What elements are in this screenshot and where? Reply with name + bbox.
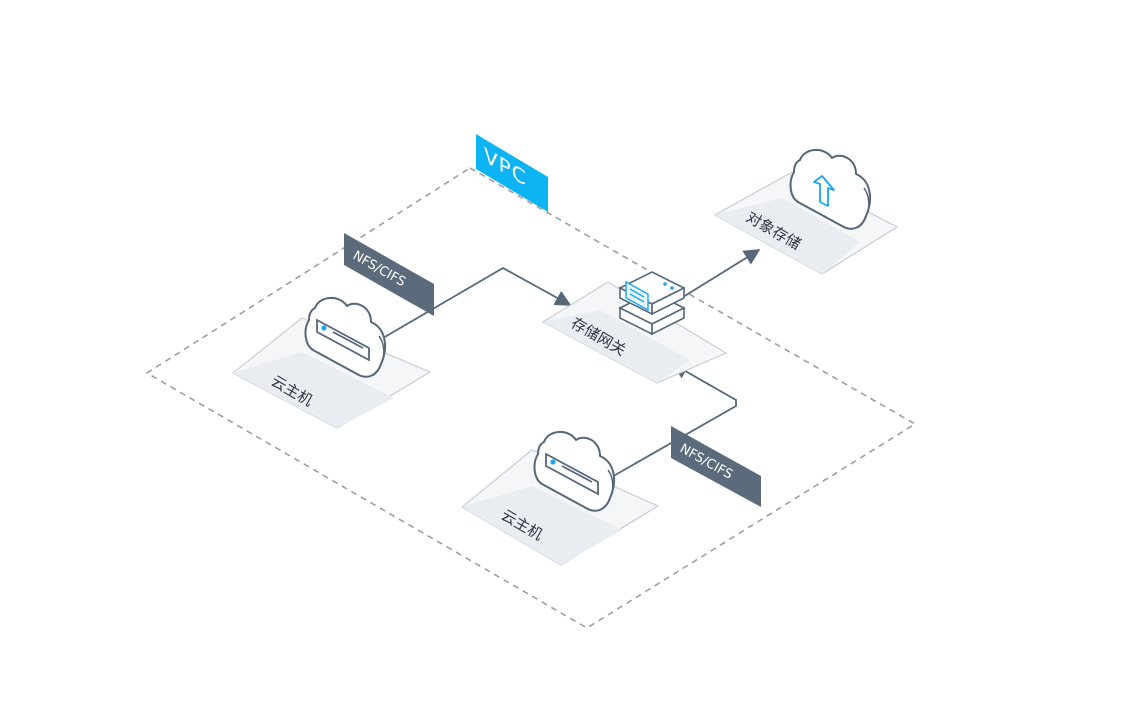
cloud-upload-icon bbox=[789, 149, 872, 230]
cloud-server-icon bbox=[533, 431, 616, 512]
platform-object-storage: 对象存储 bbox=[713, 171, 899, 275]
edge-left-vm-to-gateway bbox=[382, 266, 572, 339]
storage-gateway-icon bbox=[618, 271, 686, 336]
protocol-tag-left: NFS/CIFS bbox=[344, 233, 434, 316]
vpc-boundary bbox=[145, 167, 917, 629]
vpc-tag: VPC bbox=[476, 134, 548, 212]
platform-gateway: 存储网关 bbox=[541, 281, 728, 384]
platform-vm-bottom: 云主机 bbox=[460, 449, 660, 566]
edge-gateway-to-object-storage bbox=[682, 249, 761, 298]
protocol-tag-bottom: NFS/CIFS bbox=[671, 426, 761, 507]
cloud-server-icon bbox=[304, 297, 387, 378]
